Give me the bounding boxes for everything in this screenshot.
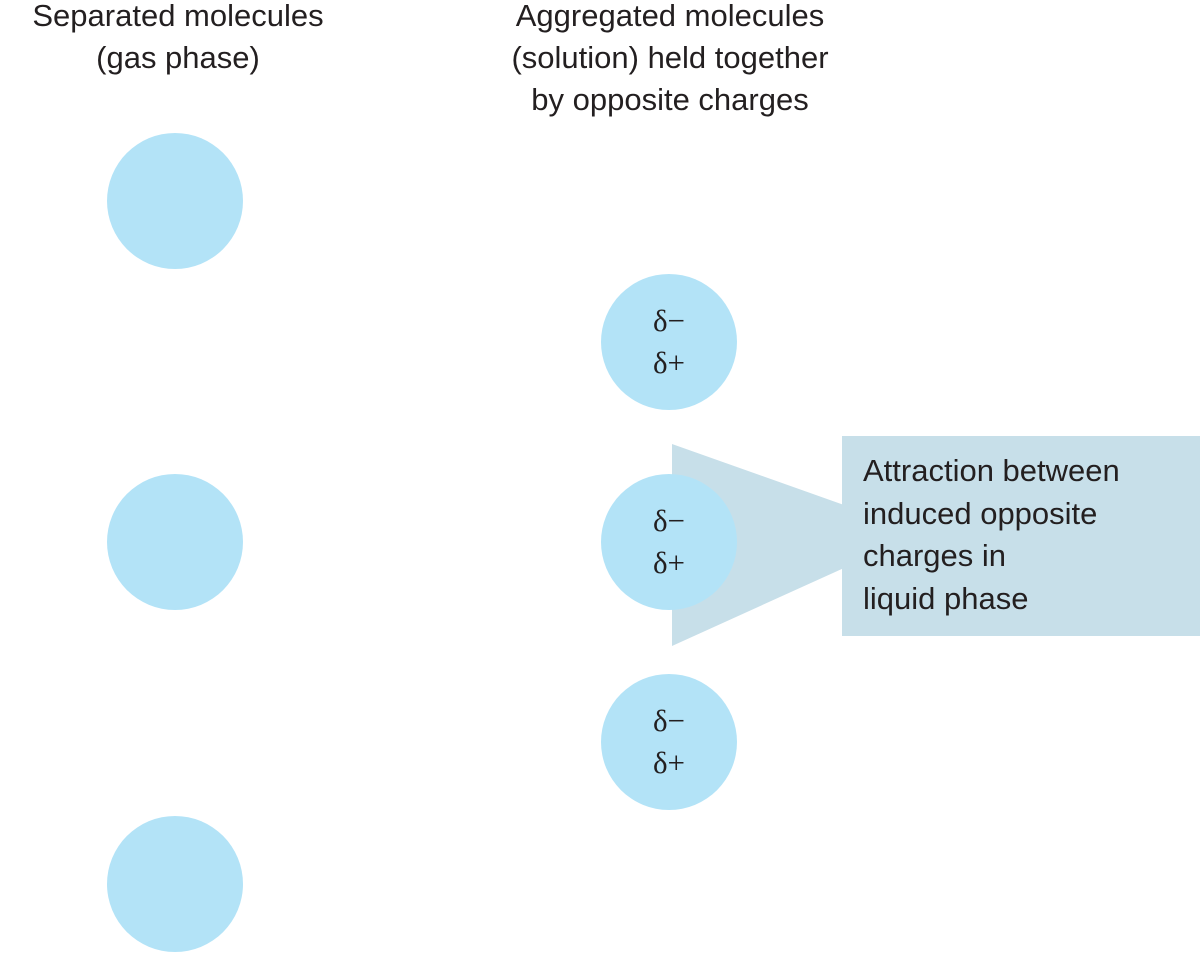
callout-text: Attraction between induced opposite char… bbox=[863, 453, 1120, 616]
solution-heading: Aggregated molecules (solution) held tog… bbox=[511, 0, 829, 117]
solution-molecule: δ− δ+ bbox=[601, 474, 737, 610]
gas-phase-heading: Separated molecules (gas phase) bbox=[32, 0, 324, 75]
partial-negative-charge: δ− bbox=[652, 303, 686, 338]
partial-positive-charge: δ+ bbox=[652, 745, 686, 780]
partial-positive-charge: δ+ bbox=[652, 345, 686, 380]
partial-negative-charge: δ− bbox=[652, 703, 686, 738]
attraction-callout: Attraction between induced opposite char… bbox=[842, 436, 1200, 636]
partial-negative-charge: δ− bbox=[652, 503, 686, 538]
solution-molecule: δ− δ+ bbox=[601, 274, 737, 410]
partial-positive-charge: δ+ bbox=[652, 545, 686, 580]
gas-molecule bbox=[107, 474, 243, 610]
gas-molecule bbox=[107, 133, 243, 269]
solution-molecule: δ− δ+ bbox=[601, 674, 737, 810]
gas-molecule bbox=[107, 816, 243, 952]
